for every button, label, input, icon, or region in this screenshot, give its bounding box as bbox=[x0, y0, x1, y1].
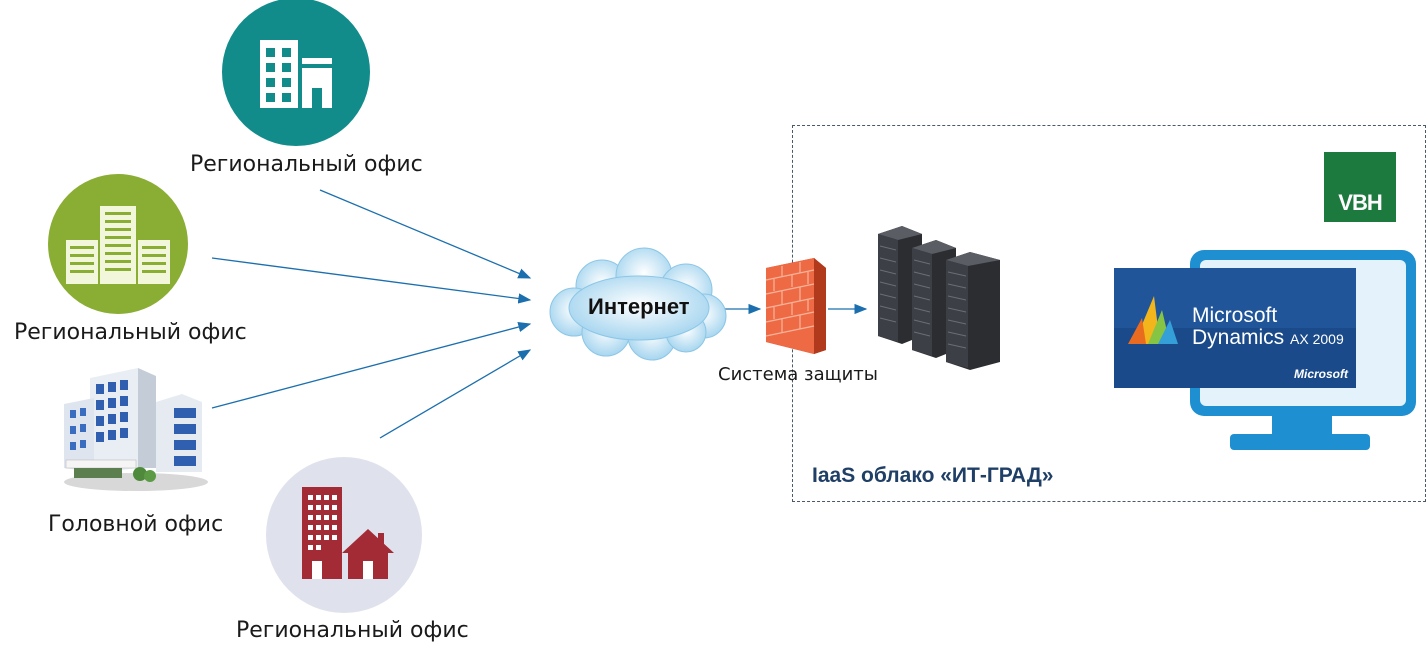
dynamics-text: Dynamics AX 2009 bbox=[1192, 326, 1344, 350]
vbh-logo-text: VBH bbox=[1338, 190, 1382, 215]
regional-office-top-label: Региональный офис bbox=[190, 152, 423, 177]
regional-office-bottom-label: Региональный офис bbox=[236, 618, 469, 643]
server-rack-icon bbox=[878, 226, 1000, 370]
arrow-head-office bbox=[211, 321, 532, 409]
vbh-logo: VBH bbox=[1324, 152, 1396, 222]
monitor-icon bbox=[1114, 250, 1416, 450]
arrow-regional-middle bbox=[211, 257, 532, 304]
microsoft-brand: Microsoft bbox=[1294, 367, 1348, 381]
building-house-icon bbox=[266, 457, 422, 613]
security-system-label: Система защиты bbox=[718, 364, 879, 385]
regional-office-middle-label: Региональный офис bbox=[14, 320, 247, 345]
office-building-icon bbox=[222, 0, 370, 146]
arrow-regional-top bbox=[319, 189, 532, 279]
microsoft-text: Microsoft bbox=[1192, 304, 1278, 327]
firewall-icon bbox=[765, 258, 826, 354]
office-buildings-icon bbox=[48, 174, 188, 314]
dynamics-product: Dynamics bbox=[1192, 326, 1285, 349]
internet-label: Интернет bbox=[588, 294, 690, 319]
headquarters-building-icon bbox=[64, 368, 208, 491]
arrow-regional-bottom bbox=[379, 349, 532, 439]
iaas-cloud-title: IaaS облако «ИТ-ГРАД» bbox=[812, 464, 1054, 487]
dynamics-version: AX 2009 bbox=[1290, 331, 1344, 347]
head-office-label: Головной офис bbox=[48, 512, 224, 537]
cloud-icon bbox=[549, 247, 727, 361]
